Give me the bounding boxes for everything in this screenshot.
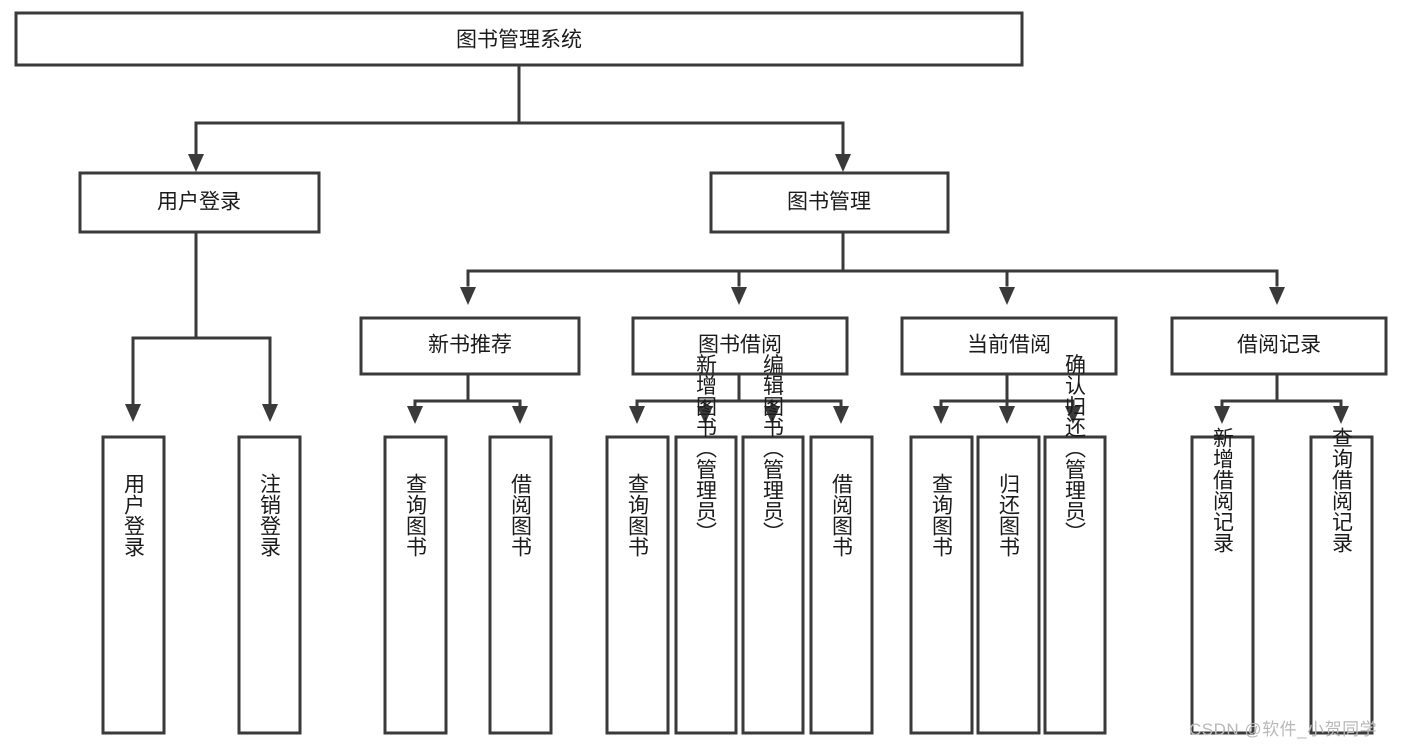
node-book-management-label: 图书管理 xyxy=(787,191,871,214)
leaf-query-book-2[interactable]: 查询图书 xyxy=(605,435,670,735)
leaf-confirm-return[interactable]: 确认归还（管理员） xyxy=(1043,354,1107,735)
leaf-borrow-book-2[interactable]: 借阅图书 xyxy=(809,435,874,735)
edges-newbook-to-leaves xyxy=(407,372,528,424)
leaf-query-book-3[interactable]: 查询图书 xyxy=(909,435,974,735)
node-new-book-recommend-label: 新书推荐 xyxy=(428,334,512,357)
leaf-logout-login[interactable]: 注销登录 xyxy=(237,435,302,735)
leaf-user-login[interactable]: 用户登录 xyxy=(101,435,166,735)
leaf-confirm-return-label: 确认归还（管理员） xyxy=(1063,354,1087,543)
node-borrow-record-label: 借阅记录 xyxy=(1237,334,1321,357)
node-book-borrow[interactable]: 图书借阅 xyxy=(631,316,849,376)
leaf-query-book-1[interactable]: 查询图书 xyxy=(383,435,448,735)
leaf-add-book-label: 新增图书（管理员） xyxy=(694,354,718,543)
leaf-edit-book-label: 编辑图书（管理员） xyxy=(761,354,785,543)
leaf-query-book-3-label: 查询图书 xyxy=(930,473,954,557)
leaf-return-book-label: 归还图书 xyxy=(997,473,1021,557)
node-book-management[interactable]: 图书管理 xyxy=(709,171,950,234)
leaf-borrow-book-1[interactable]: 借阅图书 xyxy=(488,435,553,735)
edges-root-to-level2 xyxy=(188,63,851,172)
leaf-query-book-1-label: 查询图书 xyxy=(404,473,428,557)
node-book-borrow-label: 图书借阅 xyxy=(698,334,782,357)
node-borrow-record[interactable]: 借阅记录 xyxy=(1170,316,1388,376)
node-user-login[interactable]: 用户登录 xyxy=(78,171,321,234)
node-user-login-label: 用户登录 xyxy=(157,191,241,214)
node-new-book-recommend[interactable]: 新书推荐 xyxy=(359,316,581,376)
leaf-add-record[interactable]: 新增借阅记录 xyxy=(1190,427,1255,735)
node-root[interactable]: 图书管理系统 xyxy=(14,11,1024,67)
edges-bookborrow-to-leaves xyxy=(629,372,849,424)
leaf-return-book[interactable]: 归还图书 xyxy=(976,435,1041,735)
node-current-borrow-label: 当前借阅 xyxy=(967,334,1051,357)
leaf-borrow-book-2-label: 借阅图书 xyxy=(830,473,854,557)
edges-borrowrecord-to-leaves xyxy=(1214,372,1349,424)
leaf-user-login-label: 用户登录 xyxy=(122,473,146,557)
edges-currentborrow-to-leaves xyxy=(933,372,1081,424)
leaf-add-record-label: 新增借阅记录 xyxy=(1211,427,1235,553)
edges-userlogin-to-leaves xyxy=(125,229,278,422)
csdn-watermark: CSDN @软件_小贺同学 xyxy=(1189,720,1378,739)
leaf-query-record-label: 查询借阅记录 xyxy=(1330,427,1354,553)
node-root-label: 图书管理系统 xyxy=(456,29,582,52)
leaf-query-book-2-label: 查询图书 xyxy=(626,473,650,557)
leaf-add-book[interactable]: 新增图书（管理员） xyxy=(674,354,738,735)
leaf-query-record[interactable]: 查询借阅记录 xyxy=(1309,427,1374,735)
node-current-borrow[interactable]: 当前借阅 xyxy=(900,316,1118,376)
leaf-edit-book[interactable]: 编辑图书（管理员） xyxy=(741,354,805,735)
edges-bookmgmt-to-level3 xyxy=(460,230,1285,305)
leaf-logout-login-label: 注销登录 xyxy=(258,473,282,557)
leaf-borrow-book-1-label: 借阅图书 xyxy=(509,473,533,557)
